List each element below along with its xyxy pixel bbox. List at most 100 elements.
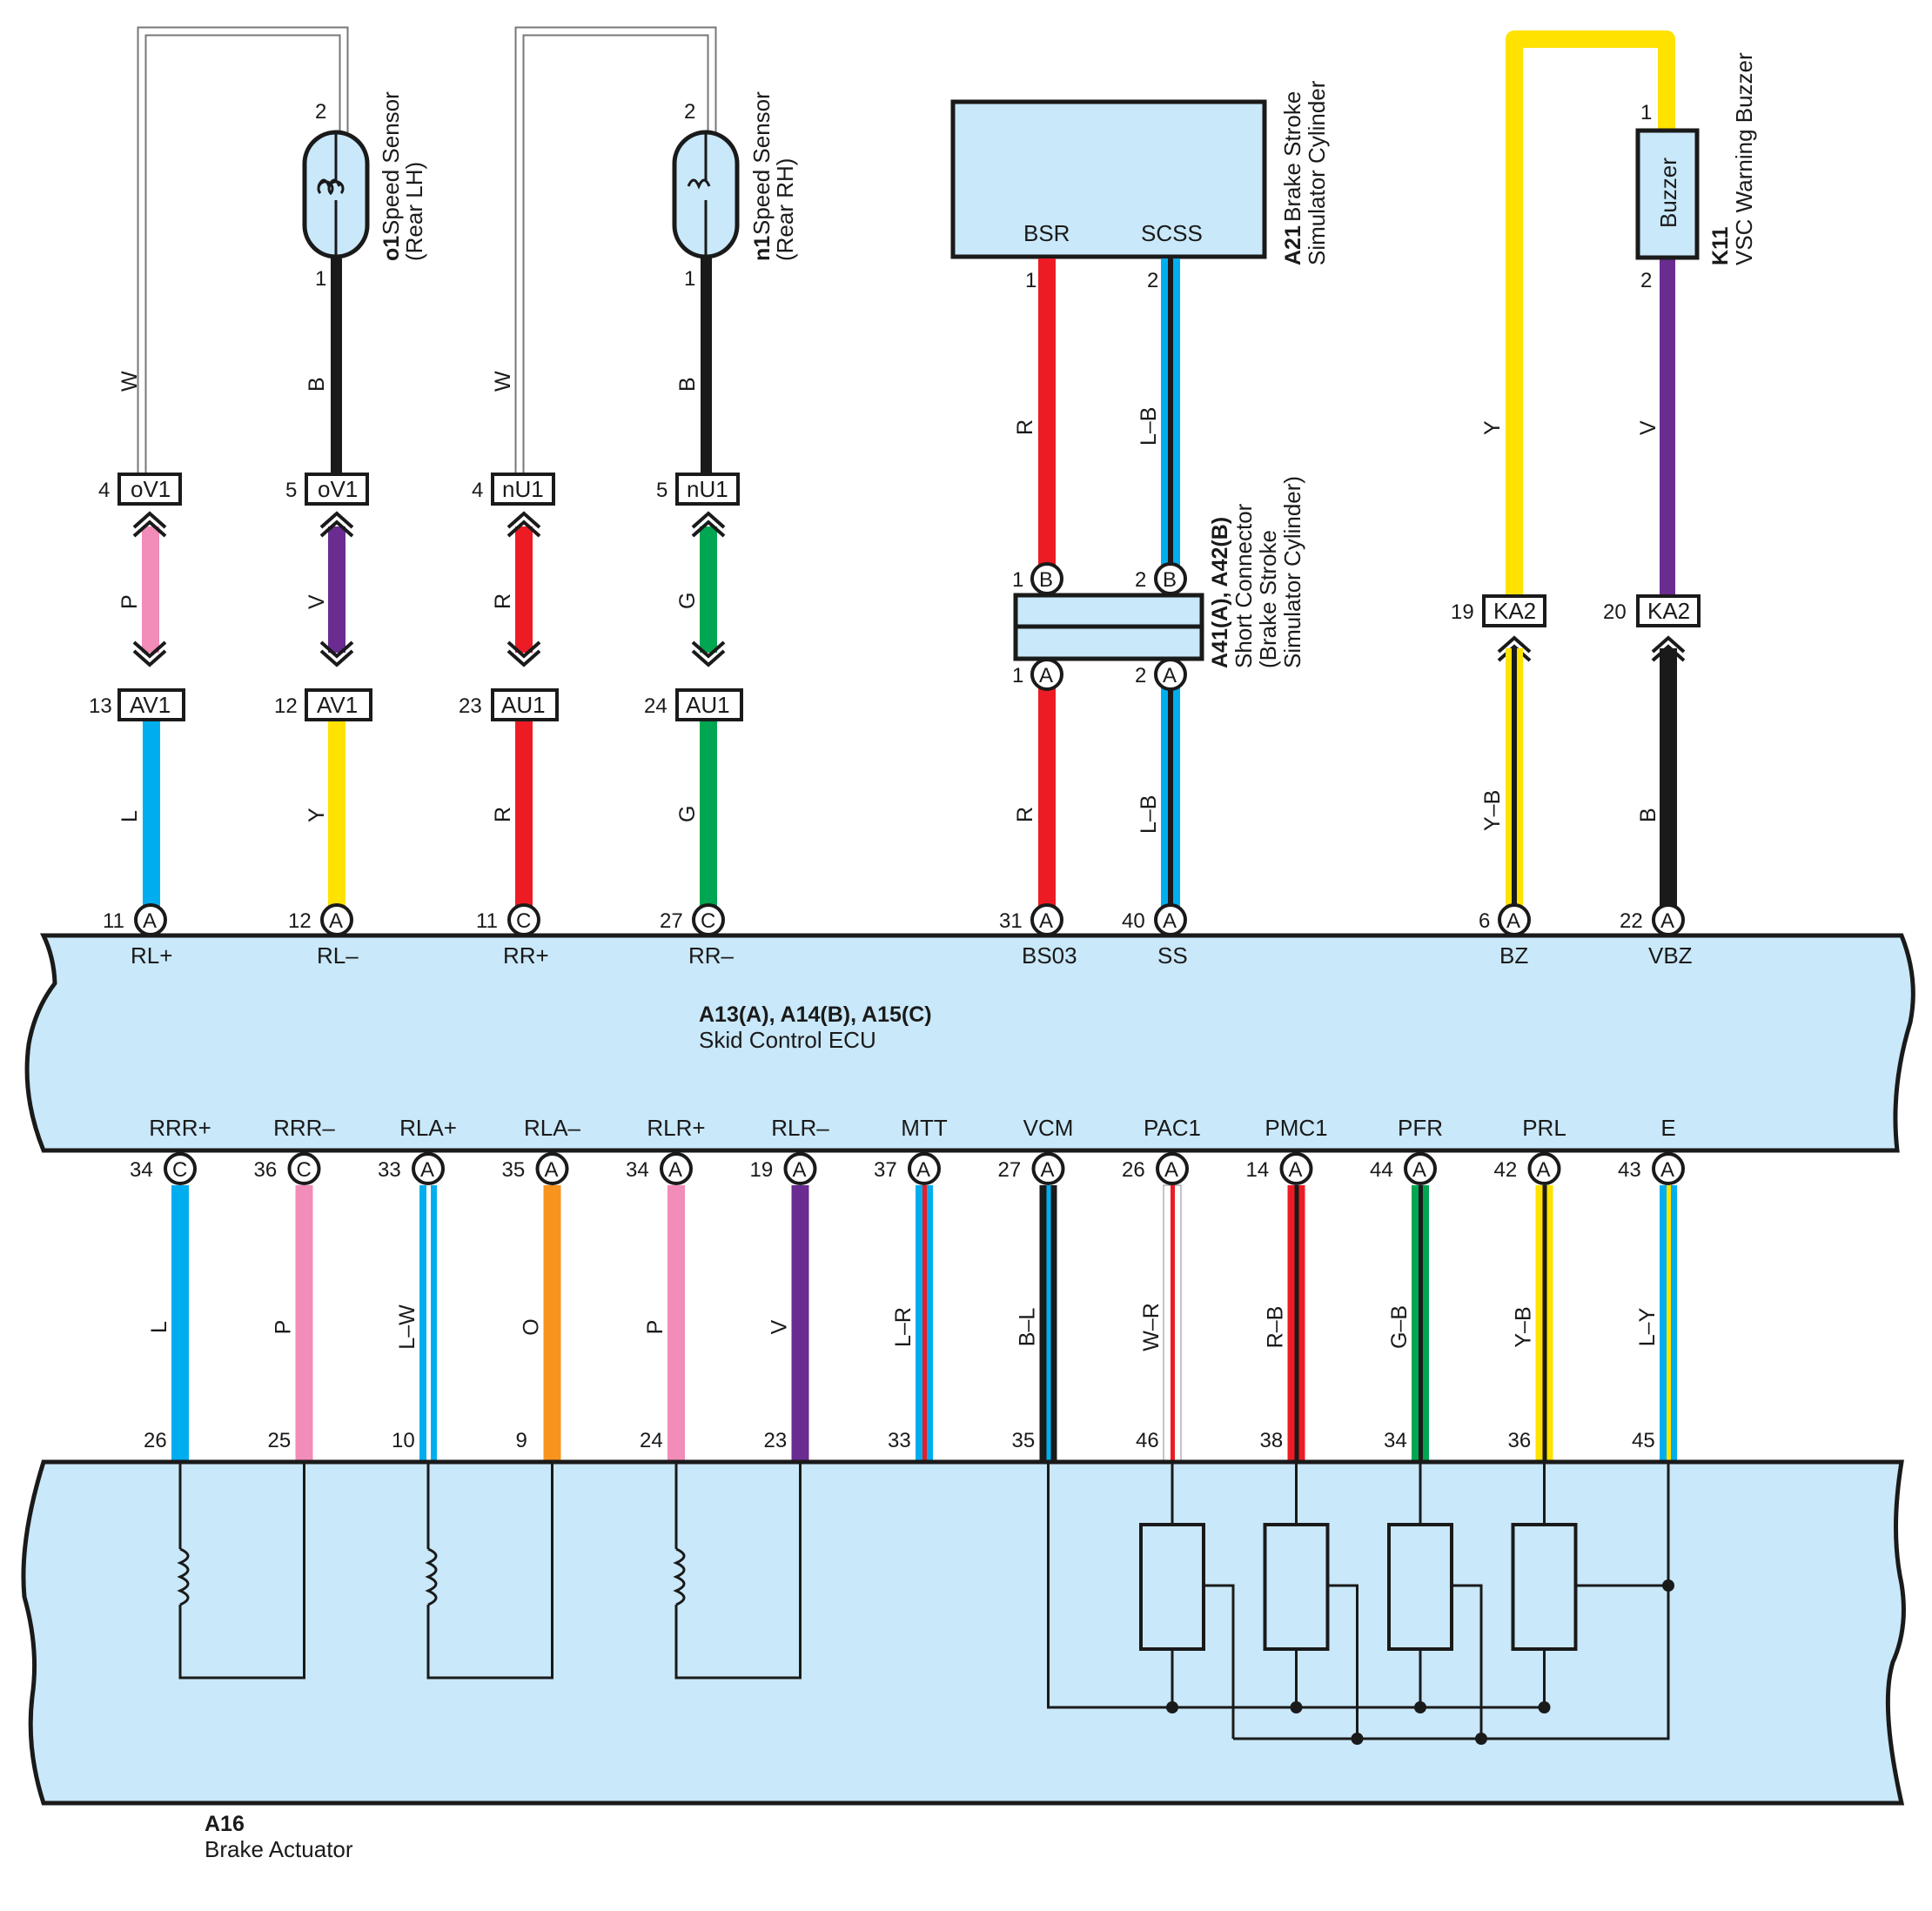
ecu-pin-circle [1404, 1152, 1437, 1185]
pin-number: 11 [476, 909, 498, 933]
ecu-signal-name: RLA– [524, 1115, 581, 1141]
signal-name: BZ [1499, 942, 1528, 969]
ecu-pin-bz: A 6 BZ [1479, 903, 1531, 969]
signal-name: BS03 [1022, 942, 1077, 969]
wire-label: L–W [395, 1304, 419, 1350]
connector-ov1-pin5: oV1 5 [285, 473, 369, 506]
wire [1412, 1185, 1429, 1462]
connector-au1-pin23: AU1 23 [459, 688, 559, 721]
pin-number: 6 [1479, 909, 1490, 933]
junction-dot [1475, 1733, 1487, 1745]
wire-label-rh-b: B [675, 377, 700, 392]
connector-nu1-pin4: nU1 4 [472, 473, 555, 506]
wire-label-mid-p: P [117, 594, 142, 609]
skid-control-ecu [24, 933, 1915, 1153]
short-connector-id: A41(A), A42(B) [1208, 517, 1232, 668]
wire-scss-lb-lower [1161, 687, 1180, 915]
wire-label-bsr-lower: R [1013, 807, 1037, 822]
pin-letter: A [329, 909, 343, 933]
connector-ka2-pin19: KA2 19 [1451, 594, 1546, 627]
pin-number: 42 [1494, 1158, 1518, 1182]
pin-number: 2 [1135, 568, 1146, 592]
ecu-signal-name: RLR+ [647, 1115, 705, 1141]
pin-number: 27 [998, 1158, 1022, 1182]
ecu-pin-circle [908, 1152, 941, 1185]
signal-name: RL– [317, 942, 359, 969]
brake-stroke-simulator-cylinder: BSR SCSS [950, 99, 1267, 259]
speed-sensor-lh-white-loop [137, 26, 349, 477]
wire [1287, 1185, 1305, 1462]
pin-letter: A [1039, 909, 1053, 933]
rh-sensor-side: (Rear RH) [772, 158, 798, 261]
pin-number: 26 [1122, 1158, 1145, 1182]
a21-id: A21 [1281, 225, 1305, 265]
actuator-name: Brake Actuator [205, 1836, 353, 1862]
pin-letter: A [1412, 1158, 1426, 1182]
a21-name: Brake Stroke [1279, 91, 1305, 222]
pin-number: 14 [1246, 1158, 1270, 1182]
pin-letter: A [793, 1158, 807, 1182]
terminal-bsr: BSR [1023, 220, 1070, 246]
connector-av1-pin12: AV1 12 [274, 688, 372, 721]
actuator-pin-number: 23 [764, 1429, 788, 1452]
brake-actuator [21, 1459, 1906, 1806]
ecu-pin-circle [1279, 1152, 1313, 1185]
ecu-signal-name: MTT [901, 1115, 948, 1141]
pin-number: 2 [1135, 664, 1146, 687]
pin-number: 35 [502, 1158, 526, 1182]
wire-label: L–Y [1635, 1307, 1660, 1346]
speed-sensor-rear-lh [302, 130, 370, 259]
junction-dot [1662, 1579, 1674, 1592]
ecu-signal-name: RLA+ [399, 1115, 457, 1141]
lh-sensor-pin-top: 2 [315, 100, 326, 124]
connector-label: oV1 [318, 476, 358, 502]
ecu-pin-circle [660, 1152, 693, 1185]
pin-number: 44 [1370, 1158, 1393, 1182]
wire-label-buzzer-yb: Y–B [1480, 790, 1505, 831]
ecu-pin-ss: A 40 SS [1122, 903, 1188, 969]
wire-label-ecu-r: R [491, 807, 515, 822]
actuator-pin-number: 36 [1508, 1429, 1532, 1452]
wire-label-mid-v: V [305, 594, 329, 609]
a21-label: A21 Brake Stroke Simulator Cylinder [1279, 80, 1330, 265]
actuator-pin-number: 10 [392, 1429, 415, 1452]
ecu-actuator-wiring: C34RRR+L26RRR+C36RRR–P25RRR–A33RLA+L–W10… [130, 1115, 1694, 1493]
pin-number: 31 [999, 909, 1023, 933]
wire [1535, 1185, 1553, 1462]
short-connector-name-2: (Brake Stroke [1255, 530, 1281, 668]
wire-label-buzzer-y: Y [1480, 420, 1505, 435]
lh-sensor-label: o1 Speed Sensor (Rear LH) [378, 91, 427, 261]
pressure-sensor-box [1387, 1523, 1453, 1651]
pin-number: 40 [1122, 909, 1145, 933]
connector-pin: 12 [274, 694, 298, 718]
wire [1039, 1185, 1057, 1462]
wire-label-lh-b: B [305, 377, 329, 392]
signal-name: RR+ [503, 942, 549, 969]
wire [667, 1185, 685, 1462]
ecu-pin-circle [164, 1152, 197, 1185]
ecu-signal-name: RRR+ [149, 1115, 211, 1141]
rh-sensor-id: n1 [750, 236, 775, 261]
wire-bsr-red-upper [1038, 258, 1056, 567]
buzzer-box-label: Buzzer [1655, 158, 1681, 228]
ecu-pin-circle [1156, 1152, 1189, 1185]
ecu-pin-circle [1652, 1152, 1685, 1185]
ecu-pin-circle [287, 1152, 321, 1185]
short-connector-name-3: Simulator Cylinder) [1279, 476, 1305, 668]
ecu-pin-bs03: A 31 BS03 [999, 903, 1077, 969]
wire-label: Y–B [1512, 1306, 1536, 1347]
wire-label-lh-w: W [117, 371, 142, 392]
solenoid-coil-icon [425, 1547, 438, 1606]
wire-label-mid-g: G [675, 593, 700, 609]
pin-letter: A [143, 909, 157, 933]
pin-number: 34 [626, 1158, 649, 1182]
pin-letter: A [1506, 909, 1520, 933]
ecu-signal-name: VCM [1023, 1115, 1074, 1141]
